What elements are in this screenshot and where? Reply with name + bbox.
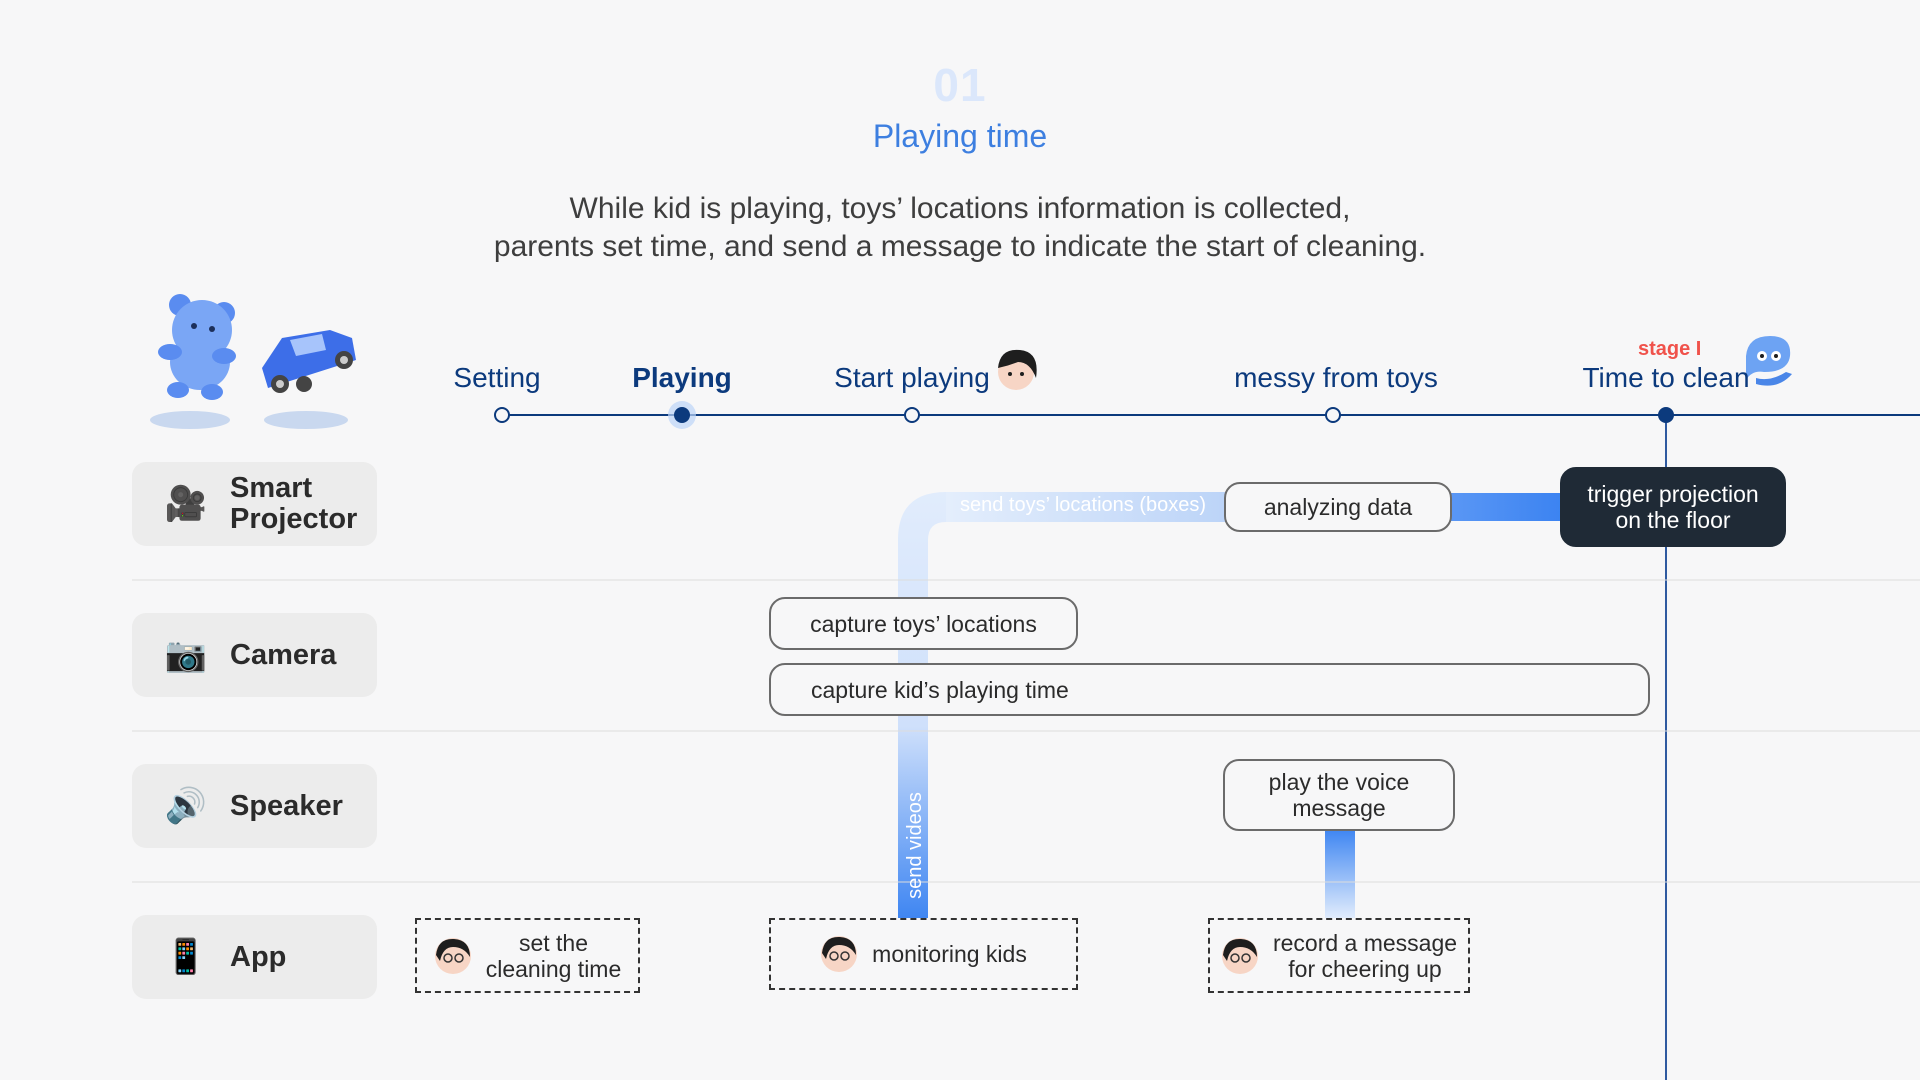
kid-avatar-illustration xyxy=(998,349,1037,390)
mobile-phone-icon: 📱 xyxy=(164,938,208,976)
play-voice-message-box: play the voice message xyxy=(1223,759,1455,831)
speaker-icon: 🔊 xyxy=(164,787,208,825)
stage-start-playing: Start playing xyxy=(834,362,990,393)
trigger-projection-box: trigger projection on the floor xyxy=(1560,467,1786,547)
stage-playing: Playing xyxy=(632,362,732,393)
stage-node-time-to-clean xyxy=(1658,407,1674,423)
monitoring-kids-box: monitoring kids xyxy=(769,918,1078,990)
stage-time-to-clean: Time to clean xyxy=(1582,362,1750,393)
analyzing-data-box: analyzing data xyxy=(1224,482,1452,532)
step-description: While kid is playing, toys’ locations in… xyxy=(0,190,1920,266)
device-label-camera: Camera xyxy=(230,638,337,671)
stage-node-messy xyxy=(1325,407,1341,423)
device-label-app: App xyxy=(230,940,287,973)
device-card-camera: 📷 Camera xyxy=(132,613,377,697)
step-number: 01 xyxy=(933,59,987,111)
stage-setting: Setting xyxy=(453,362,541,393)
capture-locations-box: capture toys’ locations xyxy=(769,597,1078,650)
stage-node-playing xyxy=(674,407,690,423)
teddy-bear-illustration xyxy=(150,294,236,429)
parent-avatar-icon xyxy=(821,936,858,972)
record-message-label: record a message for cheering up xyxy=(1272,929,1458,982)
set-cleaning-time-box: set the cleaning time xyxy=(415,918,640,993)
robot-mascot-illustration xyxy=(1746,336,1792,386)
flow-label-send-videos: send videos xyxy=(903,791,926,899)
monitoring-kids-label: monitoring kids xyxy=(872,941,1027,967)
stage-messy-from-toys: messy from toys xyxy=(1234,362,1438,393)
flow-record-to-voice xyxy=(1325,830,1355,918)
camera-icon: 📷 xyxy=(164,636,208,674)
flow-label-send-locations: send toys’ locations (boxes) xyxy=(960,494,1207,516)
parent-avatar-icon xyxy=(434,937,471,974)
device-card-smart-projector: 🎥 Smart Projector xyxy=(132,462,377,546)
stage-tag: stage I xyxy=(1638,338,1702,360)
movie-camera-icon: 🎥 xyxy=(164,485,208,523)
set-cleaning-time-label: set the cleaning time xyxy=(485,929,622,982)
flow-send-locations-bar xyxy=(946,492,1226,522)
step-title: Playing time xyxy=(872,118,1048,154)
capture-playing-time-box: capture kid’s playing time xyxy=(769,663,1650,716)
stage-node-setting xyxy=(494,407,510,423)
toy-car-illustration xyxy=(262,330,356,429)
device-card-app: 📱 App xyxy=(132,915,377,999)
parent-avatar-icon xyxy=(1221,937,1258,974)
description-line-1: While kid is playing, toys’ locations in… xyxy=(569,192,1351,225)
description-line-2: parents set time, and send a message to … xyxy=(493,230,1427,263)
stage-node-start-playing xyxy=(904,407,920,423)
flow-analysis-to-trigger xyxy=(1450,493,1568,521)
device-label-speaker: Speaker xyxy=(230,789,343,822)
record-message-box: record a message for cheering up xyxy=(1208,918,1470,993)
device-card-speaker: 🔊 Speaker xyxy=(132,764,377,848)
device-label-smart-projector: Smart Projector xyxy=(230,472,358,535)
